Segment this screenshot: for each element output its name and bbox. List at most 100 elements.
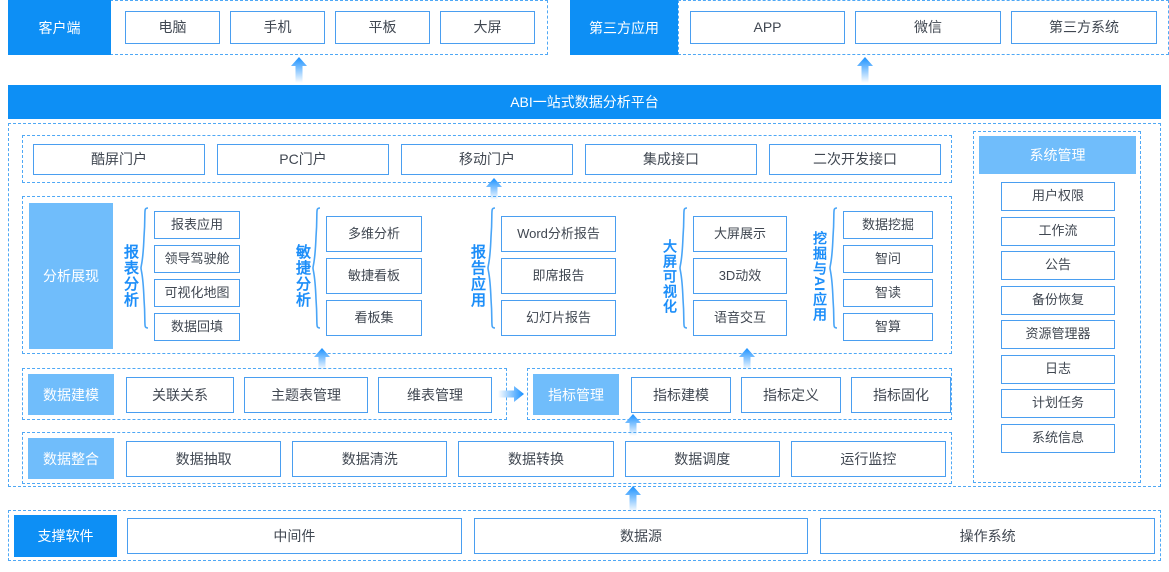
portal-item-pc[interactable]: PC门户 bbox=[217, 143, 389, 175]
third-party-category-label: 第三方应用 bbox=[570, 0, 678, 55]
analysis-group-label: 挖掘与AI应用 bbox=[812, 230, 828, 322]
integration-item-transform[interactable]: 数据转换 bbox=[458, 441, 614, 477]
analysis-item-dashboard-set[interactable]: 看板集 bbox=[326, 300, 422, 336]
arrow-up-icon bbox=[485, 178, 503, 204]
sysadmin-panel: 系统管理 用户权限 工作流 公告 备份恢复 资源管理器 日志 计划任务 系统信息 bbox=[973, 131, 1141, 483]
analysis-group-items: 大屏展示 3D动效 语音交互 bbox=[693, 216, 787, 336]
arrow-up-icon bbox=[624, 486, 642, 512]
portal-item-integration-api[interactable]: 集成接口 bbox=[585, 143, 757, 175]
arrow-up-icon bbox=[738, 348, 756, 374]
analysis-group-items: 多维分析 敏捷看板 看板集 bbox=[326, 216, 422, 336]
analysis-item-word-report[interactable]: Word分析报告 bbox=[501, 216, 616, 252]
arrow-up-icon bbox=[313, 348, 331, 374]
analysis-item-report-app[interactable]: 报表应用 bbox=[154, 211, 240, 239]
brace-icon bbox=[679, 207, 688, 345]
analysis-group-label: 大屏可视化 bbox=[662, 238, 678, 314]
metric-items: 指标建模 指标定义 指标固化 bbox=[631, 377, 951, 413]
portal-item-mobile[interactable]: 移动门户 bbox=[401, 143, 573, 175]
analysis-group-items: 数据挖掘 智问 智读 智算 bbox=[843, 211, 933, 341]
integration-item-clean[interactable]: 数据清洗 bbox=[292, 441, 448, 477]
analysis-group-items: 报表应用 领导驾驶舱 可视化地图 数据回填 bbox=[154, 211, 240, 341]
analysis-group-report: 报表分析 报表应用 领导驾驶舱 可视化地图 数据回填 bbox=[122, 207, 240, 345]
modeling-item-subject-table[interactable]: 主题表管理 bbox=[244, 377, 368, 413]
platform-title-bar: ABI一站式数据分析平台 bbox=[8, 85, 1161, 119]
analysis-group-items: Word分析报告 即席报告 幻灯片报告 bbox=[501, 216, 616, 336]
sysadmin-item-user-permission[interactable]: 用户权限 bbox=[1001, 182, 1115, 211]
integration-items: 数据抽取 数据清洗 数据转换 数据调度 运行监控 bbox=[126, 441, 947, 477]
support-item-middleware[interactable]: 中间件 bbox=[127, 518, 462, 554]
sysadmin-item-scheduled-task[interactable]: 计划任务 bbox=[1001, 389, 1115, 418]
integration-band: 数据整合 数据抽取 数据清洗 数据转换 数据调度 运行监控 bbox=[22, 432, 952, 484]
analysis-item-adhoc-report[interactable]: 即席报告 bbox=[501, 258, 616, 294]
analysis-item-data-mining[interactable]: 数据挖掘 bbox=[843, 211, 933, 239]
support-items: 中间件 数据源 操作系统 bbox=[127, 518, 1156, 554]
analysis-category-label: 分析展现 bbox=[29, 203, 113, 349]
client-item-bigscreen[interactable]: 大屏 bbox=[440, 11, 535, 44]
analysis-item-3d-effect[interactable]: 3D动效 bbox=[693, 258, 787, 294]
client-item-pc[interactable]: 电脑 bbox=[125, 11, 220, 44]
client-item-tablet[interactable]: 平板 bbox=[335, 11, 430, 44]
sysadmin-item-system-info[interactable]: 系统信息 bbox=[1001, 423, 1115, 453]
sysadmin-item-log[interactable]: 日志 bbox=[1001, 354, 1115, 384]
modeling-item-dimension-table[interactable]: 维表管理 bbox=[378, 377, 492, 413]
analysis-item-data-writeback[interactable]: 数据回填 bbox=[154, 313, 240, 341]
third-party-item-app[interactable]: APP bbox=[690, 11, 845, 44]
brace-icon bbox=[140, 207, 149, 345]
metric-item-solidify[interactable]: 指标固化 bbox=[851, 377, 951, 413]
analysis-group-label: 敏捷分析 bbox=[294, 244, 311, 308]
brace-icon bbox=[829, 207, 838, 345]
analysis-group-label: 报告应用 bbox=[469, 244, 486, 308]
integration-item-extract[interactable]: 数据抽取 bbox=[126, 441, 282, 477]
sysadmin-item-announcement[interactable]: 公告 bbox=[1001, 251, 1115, 280]
support-category-label: 支撑软件 bbox=[14, 515, 117, 557]
arrow-up-icon bbox=[290, 57, 308, 83]
client-category-label: 客户端 bbox=[8, 0, 111, 55]
support-band: 支撑软件 中间件 数据源 操作系统 bbox=[8, 510, 1161, 561]
analysis-group-label: 报表分析 bbox=[122, 244, 139, 308]
modeling-item-relations[interactable]: 关联关系 bbox=[126, 377, 234, 413]
analysis-item-smart-compute[interactable]: 智算 bbox=[843, 313, 933, 341]
sysadmin-item-workflow[interactable]: 工作流 bbox=[1001, 216, 1115, 246]
brace-icon bbox=[312, 207, 321, 345]
analysis-group-agile: 敏捷分析 多维分析 敏捷看板 看板集 bbox=[294, 207, 422, 345]
sysadmin-item-resource-manager[interactable]: 资源管理器 bbox=[1001, 320, 1115, 349]
client-items: 电脑 手机 平板 大屏 bbox=[125, 0, 535, 55]
platform-body-frame bbox=[8, 123, 1161, 487]
support-item-datasource[interactable]: 数据源 bbox=[473, 518, 809, 554]
integration-category-label: 数据整合 bbox=[28, 438, 114, 479]
modeling-items: 关联关系 主题表管理 维表管理 bbox=[126, 377, 492, 413]
third-party-item-external-system[interactable]: 第三方系统 bbox=[1011, 11, 1157, 44]
arrow-up-icon bbox=[624, 414, 642, 440]
support-item-os[interactable]: 操作系统 bbox=[820, 518, 1156, 554]
analysis-item-slide-report[interactable]: 幻灯片报告 bbox=[501, 300, 616, 336]
analysis-group-bigscreen: 大屏可视化 大屏展示 3D动效 语音交互 bbox=[662, 207, 787, 345]
third-party-item-wechat[interactable]: 微信 bbox=[855, 11, 1001, 44]
analysis-item-visual-map[interactable]: 可视化地图 bbox=[154, 279, 240, 307]
analysis-item-leader-cockpit[interactable]: 领导驾驶舱 bbox=[154, 245, 240, 273]
sysadmin-item-backup-restore[interactable]: 备份恢复 bbox=[1001, 285, 1115, 315]
arrow-up-icon bbox=[856, 57, 874, 83]
brace-icon bbox=[487, 207, 496, 345]
analysis-item-bigscreen-display[interactable]: 大屏展示 bbox=[693, 216, 787, 252]
analysis-item-voice-interaction[interactable]: 语音交互 bbox=[693, 300, 787, 336]
metric-item-definition[interactable]: 指标定义 bbox=[741, 377, 841, 413]
analysis-item-smart-read[interactable]: 智读 bbox=[843, 279, 933, 307]
client-item-phone[interactable]: 手机 bbox=[230, 11, 325, 44]
third-party-items: APP 微信 第三方系统 bbox=[690, 0, 1160, 55]
analysis-item-agile-dashboard[interactable]: 敏捷看板 bbox=[326, 258, 422, 294]
modeling-category-label: 数据建模 bbox=[28, 374, 114, 415]
integration-item-monitor[interactable]: 运行监控 bbox=[790, 441, 947, 477]
integration-item-schedule[interactable]: 数据调度 bbox=[624, 441, 780, 477]
analysis-item-smart-ask[interactable]: 智问 bbox=[843, 245, 933, 273]
portal-band: 酷屏门户 PC门户 移动门户 集成接口 二次开发接口 bbox=[22, 135, 952, 183]
arrow-right-icon bbox=[498, 385, 524, 403]
portal-item-kupin[interactable]: 酷屏门户 bbox=[33, 143, 205, 175]
modeling-band: 数据建模 关联关系 主题表管理 维表管理 指标管理 指标建模 指标定义 指标固化 bbox=[22, 368, 952, 420]
analysis-band: 分析展现 报表分析 报表应用 领导驾驶舱 可视化地图 数据回填 敏捷分析 bbox=[22, 196, 952, 354]
portal-item-secondary-dev-api[interactable]: 二次开发接口 bbox=[769, 143, 941, 175]
third-party-group: 第三方应用 APP 微信 第三方系统 bbox=[570, 0, 1169, 55]
analysis-item-multidim-analysis[interactable]: 多维分析 bbox=[326, 216, 422, 252]
metric-item-modeling[interactable]: 指标建模 bbox=[631, 377, 731, 413]
modeling-left-frame: 数据建模 关联关系 主题表管理 维表管理 bbox=[22, 368, 507, 420]
